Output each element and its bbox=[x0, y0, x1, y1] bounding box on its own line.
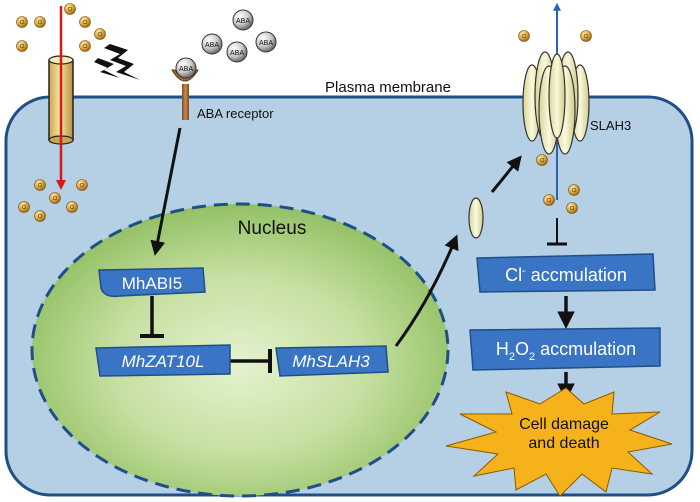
mhzat10l-label: MhZAT10L bbox=[122, 352, 205, 371]
aba-receptor-label: ABA receptor bbox=[197, 106, 274, 121]
plasma-membrane-label: Plasma membrane bbox=[325, 79, 451, 96]
zat10l-inhibits-slah3 bbox=[230, 349, 272, 373]
svg-text:Cl: Cl bbox=[570, 206, 575, 212]
svg-text:Cl: Cl bbox=[83, 20, 88, 26]
svg-text:ABA: ABA bbox=[230, 50, 244, 57]
aba-molecule: ABA bbox=[255, 31, 277, 53]
chloride-ion: Cl bbox=[580, 30, 592, 42]
svg-text:Cl: Cl bbox=[547, 198, 552, 204]
chloride-ion: Cl bbox=[34, 179, 46, 191]
cl-accumulation-box: Cl- accmulation bbox=[476, 253, 656, 293]
aba-molecule: ABA bbox=[226, 41, 248, 63]
chloride-ion: Cl bbox=[536, 154, 548, 166]
svg-text:ABA: ABA bbox=[179, 66, 193, 73]
cell-damage-burst: Cell damage and death bbox=[445, 387, 673, 497]
chloride-ion: Cl bbox=[49, 192, 61, 204]
chloride-ions-outside: Cl Cl Cl Cl Cl Cl Cl bbox=[16, 3, 106, 52]
svg-text:Cl: Cl bbox=[522, 34, 527, 40]
aba-molecule: ABA bbox=[232, 9, 254, 31]
svg-text:Cl: Cl bbox=[83, 44, 88, 50]
nucleus-label: Nucleus bbox=[238, 218, 307, 239]
mhslah3-box: MhSLAH3 bbox=[275, 345, 389, 377]
chloride-ion: Cl bbox=[79, 40, 91, 52]
chloride-ion: Cl bbox=[76, 179, 88, 191]
chloride-ion: Cl bbox=[34, 16, 46, 28]
chloride-ion: Cl bbox=[79, 16, 91, 28]
svg-text:Cl: Cl bbox=[540, 158, 545, 164]
svg-text:Cl: Cl bbox=[38, 214, 43, 220]
mhabi5-label: MhABI5 bbox=[122, 274, 182, 293]
svg-text:Cl: Cl bbox=[20, 20, 25, 26]
chloride-ion: Cl bbox=[568, 184, 580, 196]
mhzat10l-box: MhZAT10L bbox=[95, 344, 231, 377]
svg-text:Cl: Cl bbox=[572, 188, 577, 194]
svg-text:Cl: Cl bbox=[38, 20, 43, 26]
cell-damage-line1: Cell damage bbox=[519, 416, 609, 433]
chloride-ion: Cl bbox=[16, 40, 28, 52]
slah3-export-arrow bbox=[394, 234, 459, 347]
svg-text:Cl: Cl bbox=[22, 205, 27, 211]
h2o2-accumulation-box: H2O2 accmulation bbox=[469, 327, 661, 371]
svg-text:Cl: Cl bbox=[53, 196, 58, 202]
svg-text:ABA: ABA bbox=[259, 40, 273, 47]
svg-text:Cl: Cl bbox=[20, 44, 25, 50]
slah3-to-membrane-arrow bbox=[490, 155, 522, 193]
aba-molecule: ABA bbox=[201, 33, 223, 55]
slah3-inhibits-cl-accumulation bbox=[547, 218, 567, 246]
slah3-label: SLAH3 bbox=[590, 118, 631, 133]
abi5-inhibits-zat10l bbox=[140, 296, 164, 338]
chloride-ion: Cl bbox=[518, 30, 530, 42]
chloride-ion: Cl bbox=[34, 210, 46, 222]
chloride-ion: Cl bbox=[94, 28, 106, 40]
slah3-channel bbox=[522, 51, 590, 155]
svg-text:Cl: Cl bbox=[80, 183, 85, 189]
svg-text:Cl: Cl bbox=[70, 205, 75, 211]
chloride-ion: Cl bbox=[66, 201, 78, 213]
chloride-ion: Cl bbox=[16, 16, 28, 28]
aba-molecules: ABA ABA ABA ABA ABA bbox=[175, 9, 277, 79]
svg-text:Cl: Cl bbox=[38, 183, 43, 189]
chloride-ions-inside-left: Cl Cl Cl Cl Cl Cl bbox=[18, 179, 88, 222]
chloride-ion: Cl bbox=[543, 194, 555, 206]
svg-text:Cl: Cl bbox=[98, 32, 103, 38]
mhabi5-box: MhABI5 bbox=[98, 267, 206, 298]
svg-text:Cl: Cl bbox=[68, 7, 73, 13]
chloride-ions-slah3: Cl Cl Cl Cl Cl Cl bbox=[518, 30, 592, 214]
chloride-ion: Cl bbox=[566, 202, 578, 214]
chloride-ion: Cl bbox=[64, 3, 76, 15]
cl-accumulation-label: Cl- accmulation bbox=[505, 265, 627, 285]
svg-text:ABA: ABA bbox=[236, 18, 250, 25]
lightning-icon bbox=[94, 44, 140, 80]
aba-molecule: ABA bbox=[175, 57, 197, 79]
aba-to-abi5-arrow bbox=[150, 127, 182, 256]
h2o2-accumulation-label: H2O2 accmulation bbox=[496, 339, 636, 363]
slah3-protein bbox=[468, 197, 484, 239]
chloride-ion: Cl bbox=[18, 201, 30, 213]
svg-text:ABA: ABA bbox=[205, 42, 219, 49]
mhslah3-label: MhSLAH3 bbox=[292, 352, 370, 371]
cell-damage-line2: and death bbox=[528, 435, 599, 452]
svg-text:Cl: Cl bbox=[584, 34, 589, 40]
